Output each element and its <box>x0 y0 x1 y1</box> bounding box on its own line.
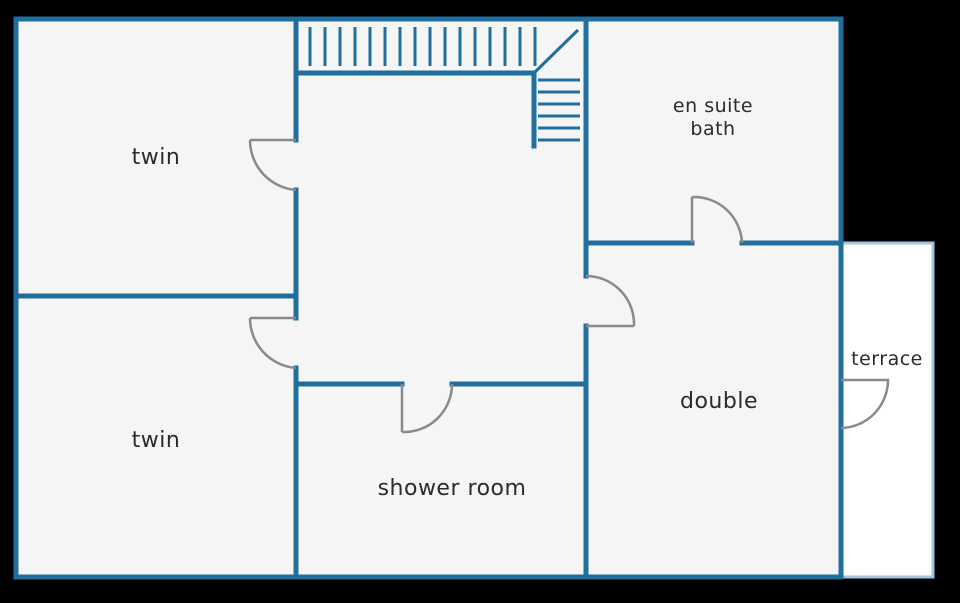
room-label-en-suite-line2: bath <box>690 118 735 140</box>
room-label-twin-top: twin <box>132 145 181 170</box>
room-label-terrace: terrace <box>851 348 923 370</box>
door-double <box>585 274 636 328</box>
interior-walls <box>13 16 844 580</box>
room-label-double: double <box>680 389 758 414</box>
door-shower-room <box>400 383 454 434</box>
room-label-en-suite-line1: en suite <box>673 95 753 117</box>
door-twin-bottom <box>248 316 297 370</box>
door-en-suite <box>690 195 744 244</box>
door-terrace <box>840 378 890 430</box>
door-twin-top <box>248 138 297 192</box>
room-label-twin-bottom: twin <box>132 428 181 453</box>
staircase <box>293 27 580 149</box>
room-label-shower-room: shower room <box>378 476 527 501</box>
terrace-floor <box>841 243 933 577</box>
